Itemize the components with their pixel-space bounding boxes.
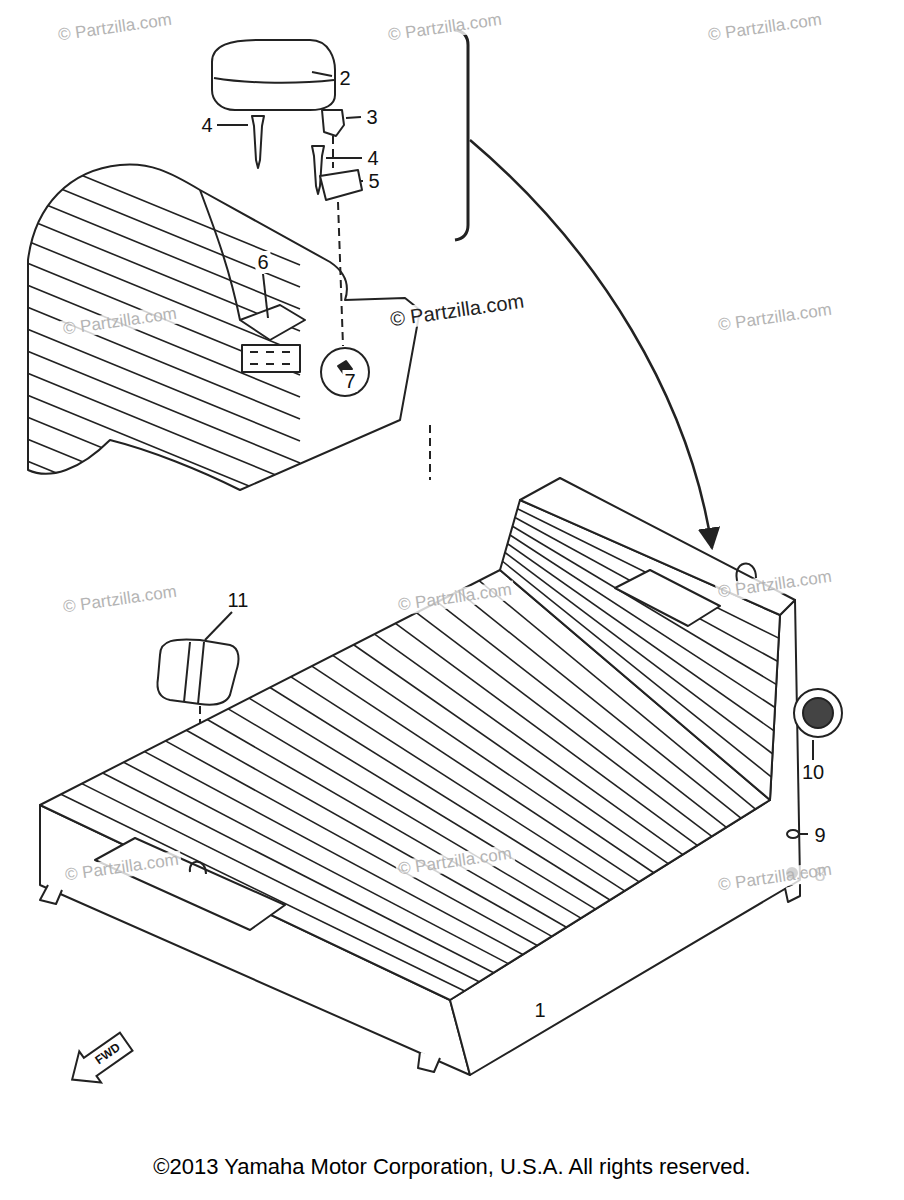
leader-line xyxy=(812,740,814,760)
main-seat xyxy=(40,478,842,1075)
holes xyxy=(250,352,290,364)
leader-line xyxy=(800,833,808,835)
leader-line xyxy=(346,117,361,118)
callout-number: 11 xyxy=(226,589,251,611)
watermark: © Partzilla.com xyxy=(387,289,527,330)
inset-rib xyxy=(20,458,300,573)
rear-pad xyxy=(615,570,720,626)
mount-tab xyxy=(418,1052,440,1072)
fwd-arrow xyxy=(61,1026,137,1095)
emblem-center xyxy=(803,698,833,728)
leader-line xyxy=(312,72,332,76)
seat-rib xyxy=(479,581,755,809)
callout-number: 5 xyxy=(366,170,381,192)
dashed-line xyxy=(333,136,343,346)
inset-seat xyxy=(20,150,420,595)
callout-number: 4 xyxy=(199,114,214,136)
emblem xyxy=(794,689,842,737)
seat-rib xyxy=(458,591,741,818)
seat-rib xyxy=(145,752,523,955)
leader-line xyxy=(217,124,248,126)
seat-rib xyxy=(228,709,581,918)
curved-arrow xyxy=(470,140,712,548)
seat-rib xyxy=(510,535,775,708)
seat-rib xyxy=(270,688,610,901)
seat-rib xyxy=(518,509,779,638)
inset-rib xyxy=(20,480,300,595)
washer xyxy=(787,830,799,838)
leader-line xyxy=(205,612,232,640)
front-pad xyxy=(95,838,285,930)
callout-number: 9 xyxy=(812,824,827,846)
seat-ribs xyxy=(61,509,779,991)
callout-number: 10 xyxy=(800,761,826,783)
inset-rib xyxy=(20,194,300,309)
callout-number: 3 xyxy=(364,106,379,128)
strap-band xyxy=(184,642,204,704)
seat-rib xyxy=(312,666,639,882)
inset-ribs xyxy=(20,150,300,595)
seat-rib xyxy=(82,784,479,982)
bracket xyxy=(455,30,468,240)
seat-rib xyxy=(416,613,711,837)
inset-rib xyxy=(20,238,300,353)
callout-number: 1 xyxy=(532,999,547,1021)
mount-tab xyxy=(40,885,62,904)
seat-rib xyxy=(395,623,697,845)
dashed-line xyxy=(429,425,431,480)
pad-seam xyxy=(214,78,334,83)
bracket-part xyxy=(320,170,362,200)
leader-line xyxy=(326,157,362,159)
hole-block xyxy=(242,345,300,372)
leader-line xyxy=(263,274,268,318)
part-11 xyxy=(158,639,239,704)
inset-rib xyxy=(20,172,300,287)
screw xyxy=(252,116,264,168)
inset-crease xyxy=(200,190,240,320)
inset-rib xyxy=(20,436,300,551)
callout-number: 2 xyxy=(337,67,352,89)
mount-tab xyxy=(785,884,800,902)
inset-rib xyxy=(20,282,300,397)
inset-rib xyxy=(20,392,300,507)
callout-number: 6 xyxy=(255,251,270,273)
watermark: © Partzilla.com xyxy=(385,10,505,45)
watermark: © Partzilla.com xyxy=(705,10,825,45)
clip xyxy=(322,110,344,136)
inset-rib xyxy=(20,414,300,529)
seat-rib xyxy=(333,655,654,872)
seat-rib xyxy=(513,526,777,684)
detail-circle xyxy=(321,348,369,396)
strap-pouch xyxy=(158,639,239,704)
loose-parts xyxy=(212,40,362,200)
seat-plate xyxy=(240,305,305,340)
callout-number: 4 xyxy=(365,147,380,169)
inset-rib xyxy=(20,370,300,485)
copyright-caption: ©2013 Yamaha Motor Corporation, U.S.A. A… xyxy=(153,1155,750,1179)
pad xyxy=(212,40,335,110)
watermark: © Partzilla.com xyxy=(55,10,175,45)
fwd-arrow-outline xyxy=(61,1026,137,1095)
callout-number: 7 xyxy=(342,370,357,392)
seat-rib xyxy=(249,698,595,909)
leader-line xyxy=(360,180,363,182)
watermark: © Partzilla.com xyxy=(715,300,835,335)
seat-rib xyxy=(61,794,465,991)
strap-loop xyxy=(190,862,206,874)
seat-rib xyxy=(354,645,669,864)
inset-rib xyxy=(20,326,300,441)
seat-rib xyxy=(375,634,683,854)
seat-rib xyxy=(437,602,726,827)
watermark: © Partzilla.com xyxy=(60,582,180,617)
